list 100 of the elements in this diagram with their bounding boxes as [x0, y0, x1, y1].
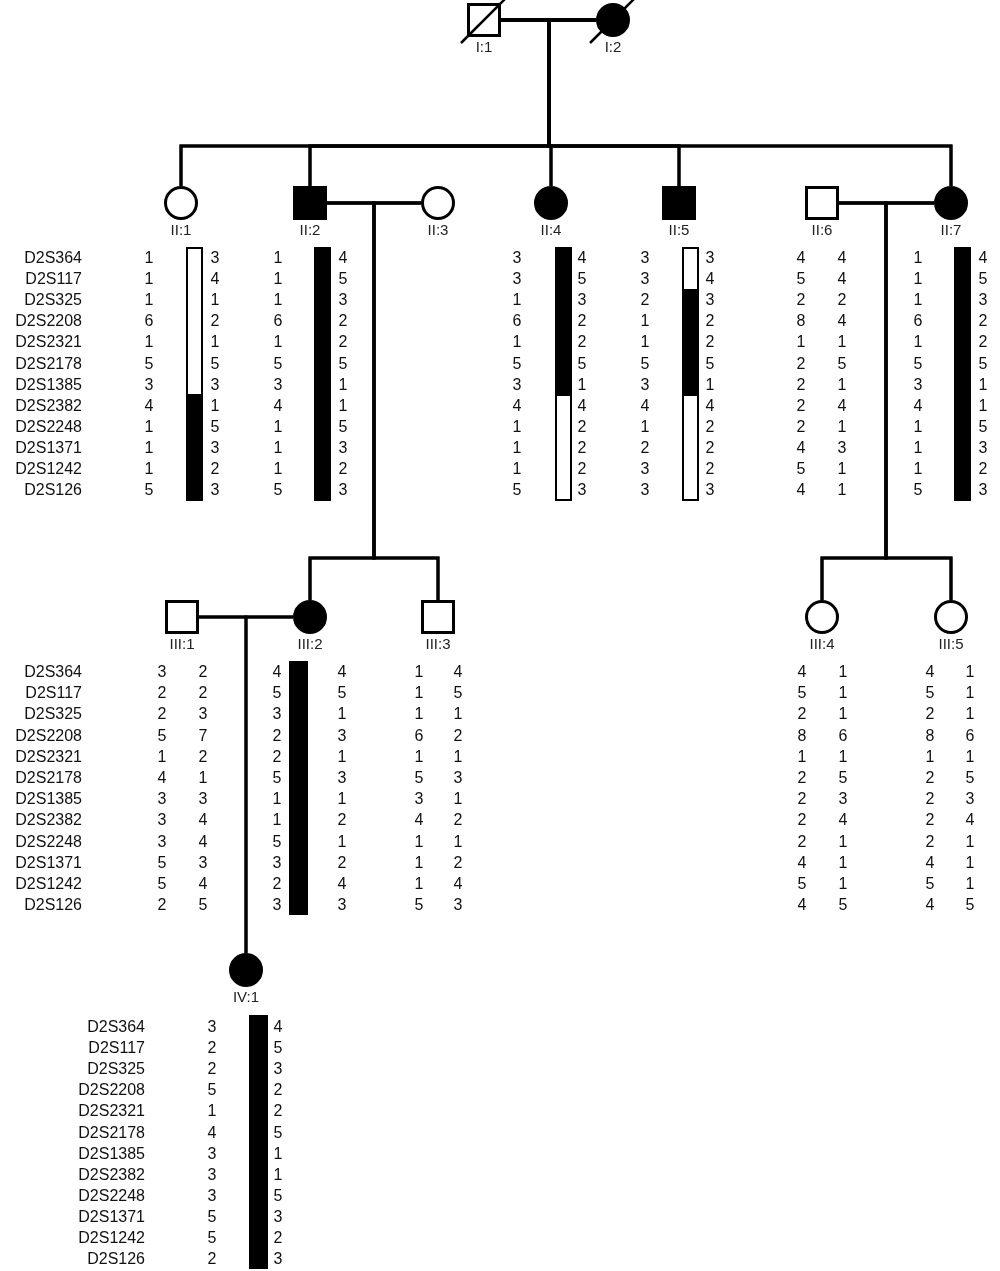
allele-value: 2	[337, 312, 349, 331]
allele-value: 1	[272, 438, 284, 457]
marker-name: D2S325	[24, 291, 82, 310]
allele-value: 4	[452, 875, 464, 893]
allele-value: 6	[912, 312, 924, 331]
allele-value: 4	[977, 249, 989, 267]
allele-value: 1	[271, 790, 283, 809]
individual-id: II:3	[427, 221, 449, 239]
allele-value: 3	[156, 832, 168, 851]
allele-value: 3	[206, 1165, 218, 1184]
allele-value: 2	[796, 811, 808, 830]
allele-value: 4	[272, 1018, 284, 1036]
allele-value: 1	[924, 747, 936, 766]
allele-value: 4	[143, 396, 155, 415]
allele-value: 3	[197, 705, 209, 724]
allele-value: 5	[511, 354, 523, 373]
allele-value: 1	[209, 396, 221, 415]
allele-value: 5	[156, 875, 168, 893]
allele-value: 2	[795, 354, 807, 373]
allele-value: 5	[271, 769, 283, 787]
allele-value: 2	[197, 747, 209, 766]
allele-value: 1	[964, 747, 976, 766]
allele-value: 4	[271, 663, 283, 681]
marker-name: D2S364	[24, 249, 82, 267]
haplotype-bar	[555, 247, 572, 501]
allele-value: 5	[143, 481, 155, 500]
haplotype-bar	[314, 247, 331, 501]
allele-value: 3	[413, 790, 425, 809]
marker-name: D2S2382	[15, 811, 82, 830]
allele-value: 5	[271, 684, 283, 703]
allele-value: 4	[912, 396, 924, 415]
allele-value: 3	[336, 896, 348, 915]
allele-value: 1	[795, 333, 807, 352]
allele-value: 2	[639, 438, 651, 457]
allele-value: 5	[452, 684, 464, 703]
allele-value: 4	[197, 811, 209, 830]
individual-id: II:1	[170, 221, 192, 239]
allele-value: 1	[272, 417, 284, 436]
allele-value: 3	[337, 481, 349, 500]
marker-name: D2S126	[87, 1250, 145, 1269]
allele-value: 4	[924, 896, 936, 915]
allele-value: 4	[336, 875, 348, 893]
marker-name: D2S1242	[15, 875, 82, 893]
allele-value: 2	[704, 333, 716, 352]
marker-name: D2S325	[24, 705, 82, 724]
descent-line	[884, 201, 953, 600]
allele-value: 1	[964, 853, 976, 872]
marker-name: D2S364	[87, 1018, 145, 1036]
allele-value: 5	[337, 417, 349, 436]
allele-value: 2	[452, 853, 464, 872]
allele-value: 4	[836, 270, 848, 289]
marker-name: D2S2178	[15, 769, 82, 787]
allele-value: 1	[912, 291, 924, 310]
allele-value: 2	[924, 705, 936, 724]
allele-value: 3	[337, 438, 349, 457]
allele-value: 4	[197, 832, 209, 851]
allele-value: 4	[156, 769, 168, 787]
allele-value: 2	[576, 333, 588, 352]
allele-value: 3	[337, 291, 349, 310]
allele-value: 1	[639, 417, 651, 436]
allele-value: 2	[576, 460, 588, 478]
allele-value: 1	[271, 811, 283, 830]
allele-value: 5	[837, 769, 849, 787]
allele-value: 1	[272, 1144, 284, 1163]
individual-id: II:7	[940, 221, 962, 239]
allele-value: 1	[511, 417, 523, 436]
allele-value: 5	[795, 460, 807, 478]
allele-value: 3	[156, 663, 168, 681]
allele-value: 2	[977, 333, 989, 352]
allele-value: 2	[576, 438, 588, 457]
allele-value: 1	[836, 460, 848, 478]
allele-value: 4	[795, 438, 807, 457]
allele-value: 2	[796, 832, 808, 851]
allele-value: 1	[143, 333, 155, 352]
allele-value: 3	[704, 291, 716, 310]
allele-value: 4	[964, 811, 976, 830]
allele-value: 2	[796, 769, 808, 787]
allele-value: 1	[156, 747, 168, 766]
individual-id: III:1	[169, 635, 195, 653]
allele-value: 1	[836, 481, 848, 500]
descent-line	[372, 201, 440, 600]
allele-value: 3	[837, 790, 849, 809]
allele-value: 1	[511, 438, 523, 457]
individual-id: I:2	[604, 38, 622, 56]
allele-value: 2	[271, 747, 283, 766]
allele-value: 3	[156, 811, 168, 830]
allele-value: 2	[206, 1060, 218, 1079]
allele-value: 1	[336, 705, 348, 724]
allele-value: 4	[796, 896, 808, 915]
allele-value: 1	[143, 417, 155, 436]
allele-value: 3	[271, 705, 283, 724]
allele-value: 3	[156, 790, 168, 809]
allele-value: 7	[197, 726, 209, 745]
marker-name: D2S2321	[78, 1102, 145, 1121]
allele-value: 3	[639, 375, 651, 394]
allele-value: 1	[336, 832, 348, 851]
allele-value: 5	[977, 417, 989, 436]
allele-value: 1	[336, 747, 348, 766]
allele-value: 1	[452, 747, 464, 766]
allele-value: 3	[143, 375, 155, 394]
